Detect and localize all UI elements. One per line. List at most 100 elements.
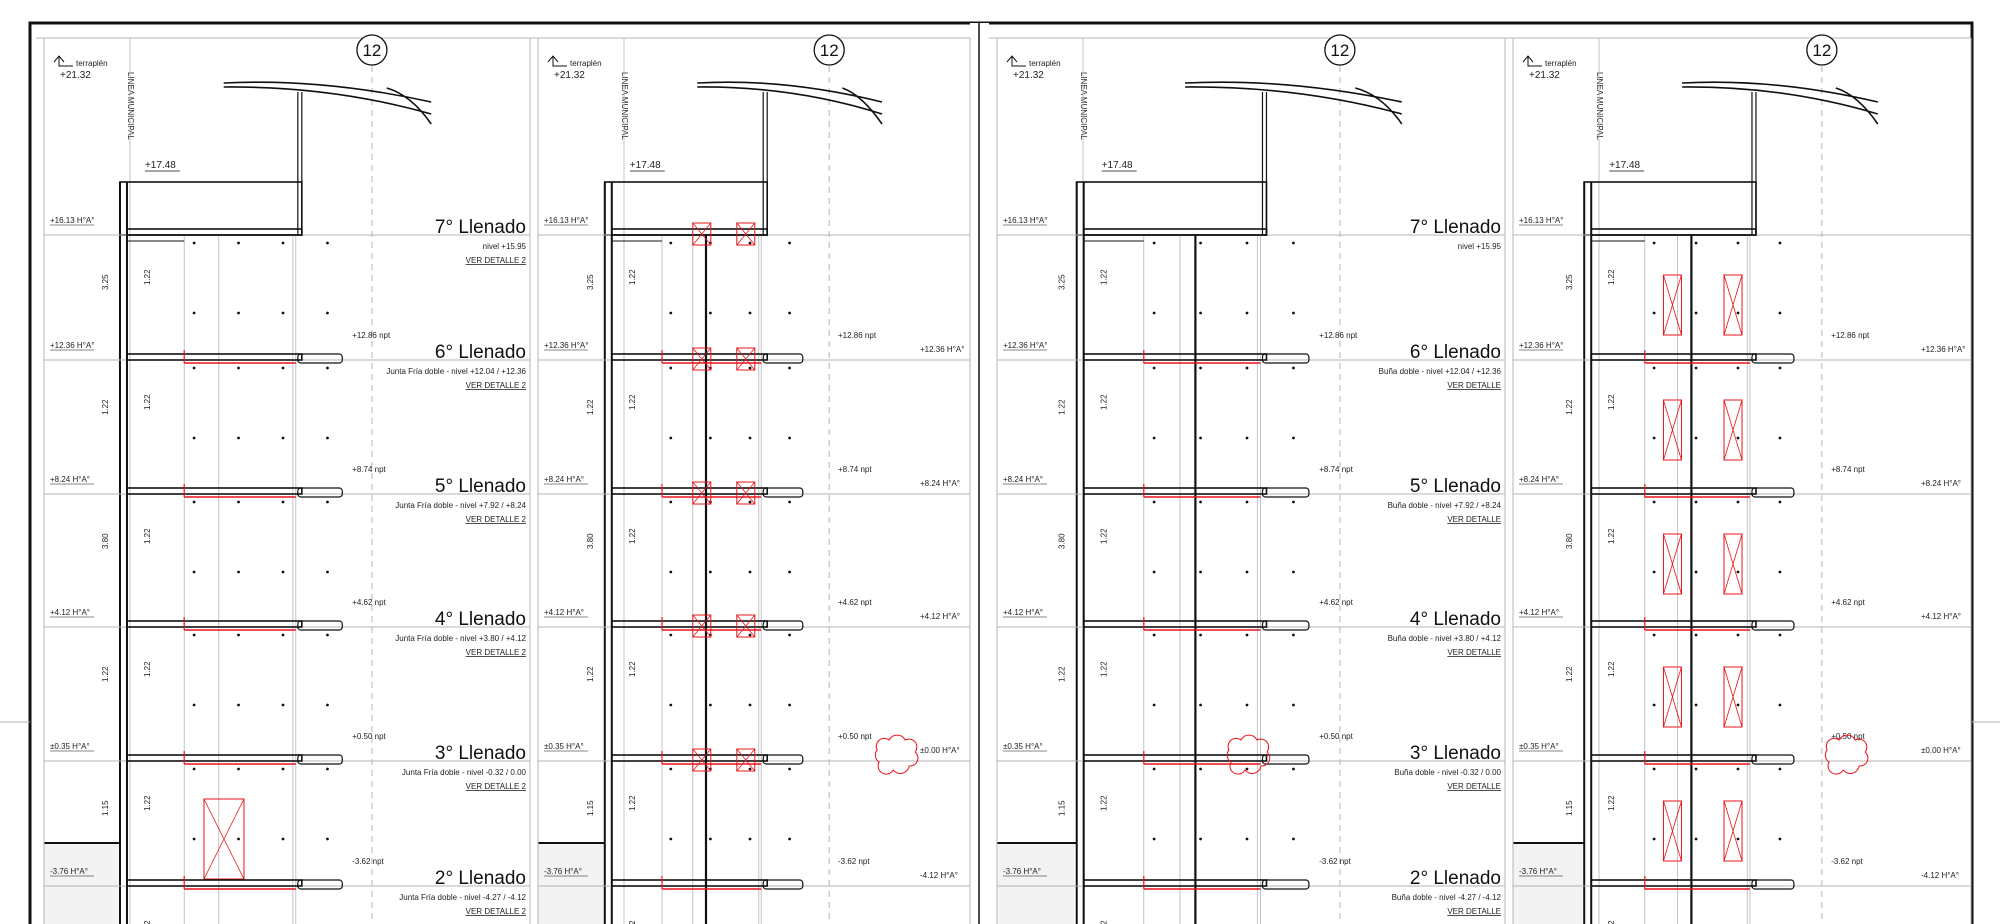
formwork-cross — [736, 222, 756, 246]
floor-slab — [1082, 353, 1268, 361]
grid-axis-bubble — [356, 34, 388, 66]
formwork-cross — [1663, 274, 1682, 336]
formwork-cross — [1663, 399, 1682, 461]
level-arrow-icon — [1522, 55, 1542, 67]
tie-dot — [326, 837, 329, 841]
pour-stage-label: 6° Llenado — [1410, 342, 1501, 363]
roof-parapet — [603, 181, 768, 236]
pour-stage-label: 6° Llenado — [435, 342, 526, 363]
formwork-panel — [692, 748, 712, 772]
tie-dot — [1652, 366, 1656, 370]
see-detail-link: VER DETALLE 2 — [466, 782, 527, 791]
municipal-line-label: LINEA MUNICIPAL — [126, 72, 135, 140]
npt-level-marker: +8.74 npt — [352, 465, 386, 474]
dimension-label: 1.15 — [586, 800, 595, 816]
dimension-label: 1.22 — [143, 795, 152, 811]
revision-cloud — [874, 734, 919, 775]
floor-slab — [1082, 228, 1268, 236]
tie-dot — [669, 767, 673, 771]
canopy — [1682, 81, 1879, 125]
municipal-line-label: LINEA MUNICIPAL — [1595, 72, 1604, 140]
right-level-marker: +12.36 H°A° — [920, 345, 964, 354]
formwork-cross — [203, 798, 245, 880]
tie-dot — [1152, 570, 1156, 574]
tie-dot — [748, 366, 752, 370]
tie-dot — [1652, 436, 1656, 440]
tie-dot — [1292, 311, 1295, 315]
tie-dot — [192, 703, 196, 707]
tie-dot — [1245, 633, 1249, 637]
dimension-label: 3.25 — [1058, 274, 1067, 290]
tie-dot — [709, 570, 712, 574]
floor-slab — [1082, 754, 1268, 762]
npt-level-marker: -3.62 npt — [352, 857, 384, 866]
tie-dot — [1778, 436, 1782, 440]
formwork-cross — [692, 222, 712, 246]
dimension-label: 1.22 — [586, 666, 595, 682]
ground-hatch — [44, 843, 119, 924]
dimension-label: 3.80 — [1565, 533, 1574, 549]
floor-slab — [610, 228, 768, 236]
npt-level-marker: +8.74 npt — [1831, 465, 1865, 474]
formwork-cross — [1723, 274, 1743, 336]
municipal-line-label: LINEA MUNICIPAL — [620, 72, 629, 140]
npt-level-marker: -3.62 npt — [1831, 857, 1863, 866]
pour-stage-label: 2° Llenado — [1410, 868, 1501, 889]
pour-stage-label: 5° Llenado — [1410, 476, 1501, 497]
dimension-label: 1.22 — [586, 399, 595, 415]
tie-dot — [1694, 570, 1698, 574]
dimension-label: 1.22 — [143, 661, 152, 677]
left-level-marker: ±0.35 H°A° — [50, 742, 90, 751]
balcony-slab — [297, 353, 343, 364]
formwork-panel — [1723, 274, 1743, 336]
right-level-marker: +4.12 H°A° — [1921, 612, 1961, 621]
joint-note: Buña doble - nivel +3.80 / +4.12 — [1388, 634, 1502, 643]
tie-dot — [1778, 311, 1782, 315]
tie-dot — [1694, 633, 1698, 637]
tie-dot — [1694, 500, 1698, 504]
left-level-marker: +12.36 H°A° — [50, 341, 94, 350]
npt-level-marker: +12.86 npt — [1831, 331, 1870, 340]
tie-dot — [1292, 436, 1295, 440]
dimension-label: 3.80 — [101, 533, 110, 549]
tie-dot — [788, 837, 791, 841]
canopy — [223, 81, 432, 125]
joint-note: Buña doble - nivel +7.92 / +8.24 — [1388, 501, 1502, 510]
formwork-panel — [736, 347, 756, 371]
formwork-cross — [736, 347, 756, 371]
left-level-marker: +12.36 H°A° — [1003, 341, 1047, 350]
tie-dot — [326, 703, 329, 707]
left-level-marker: ±0.35 H°A° — [544, 742, 584, 751]
tie-dot — [281, 703, 285, 707]
top-level-tag: terraplén — [1545, 59, 1577, 68]
tie-dot — [237, 633, 240, 637]
npt-level-marker: +12.86 npt — [352, 331, 391, 340]
floor-slab — [126, 487, 303, 495]
dimension-label: 3.25 — [1565, 274, 1574, 290]
tie-dot — [1736, 633, 1740, 637]
floor-slab — [1082, 879, 1268, 887]
tie-dot — [669, 436, 673, 440]
left-level-marker: +8.24 H°A° — [1519, 475, 1559, 484]
tie-dot — [788, 366, 791, 370]
tie-dot — [1736, 767, 1740, 771]
tie-dot — [281, 570, 285, 574]
floor-slab — [126, 879, 303, 887]
tie-dot — [669, 703, 673, 707]
balcony-slab — [762, 620, 804, 631]
formwork-panel — [692, 614, 712, 638]
balcony-slab — [1261, 353, 1310, 364]
tie-dot — [237, 837, 240, 841]
left-level-marker: +8.24 H°A° — [1003, 475, 1043, 484]
see-detail-link: VER DETALLE — [1447, 515, 1501, 524]
formwork-panel — [736, 222, 756, 246]
tie-dot — [1152, 703, 1156, 707]
right-level-marker: +8.24 H°A° — [920, 479, 960, 488]
grid-axis-label: 12 — [1812, 41, 1831, 60]
tie-dot — [326, 366, 329, 370]
tie-dot — [1652, 837, 1656, 841]
tie-dot — [1778, 570, 1782, 574]
tie-dot — [709, 703, 712, 707]
